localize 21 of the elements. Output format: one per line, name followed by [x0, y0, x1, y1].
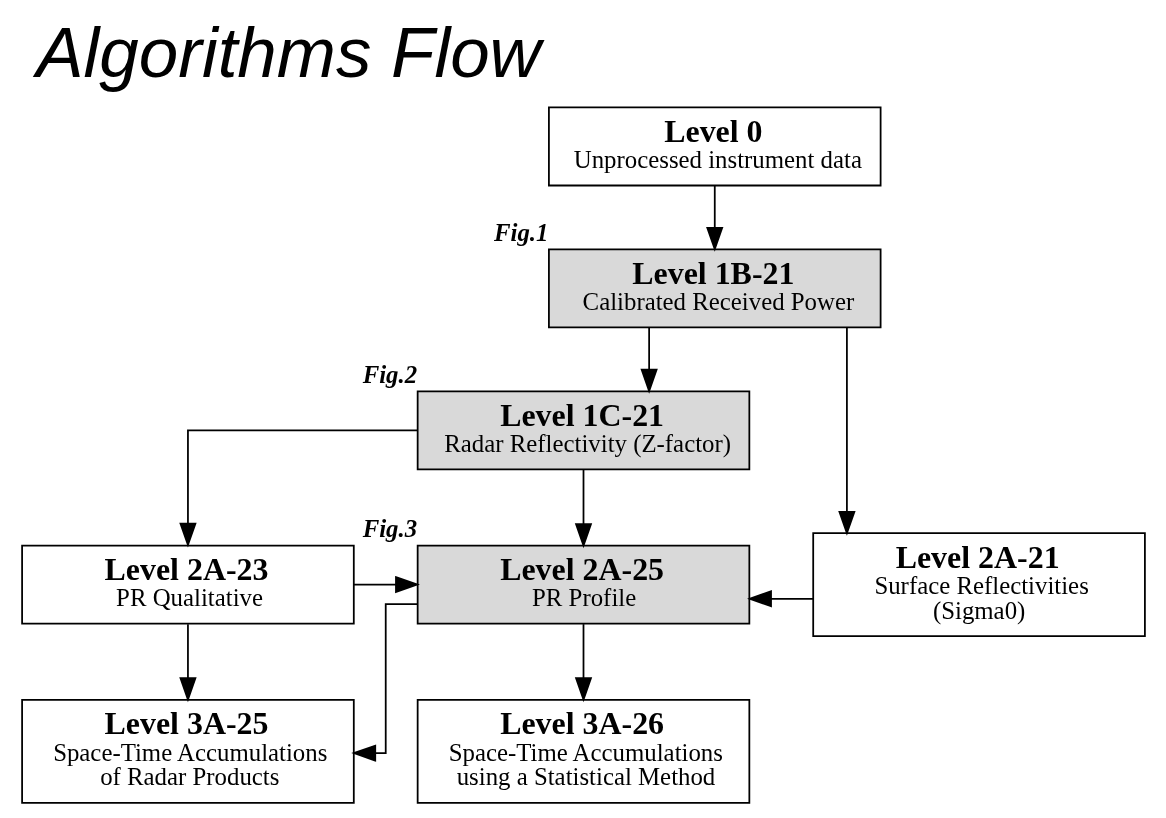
arrow — [837, 326, 856, 536]
node-box: Level 2A-23 PR Qualitative — [20, 544, 355, 625]
arrow — [178, 429, 418, 548]
node-box: Level 0 Unprocessed instrument data — [547, 106, 881, 187]
node-box: Level 2A-25 PR Profile — [416, 544, 750, 625]
node-label: Fig.2 — [362, 360, 417, 388]
node-box: Level 1C-21 Radar Reflectivity (Z-factor) — [416, 390, 750, 471]
arrow — [639, 327, 658, 394]
arrow — [574, 623, 592, 703]
arrow — [178, 623, 197, 703]
arrow — [352, 575, 420, 594]
arrow — [746, 590, 814, 608]
node-box: Level 3A-26 Space-Time Accumulations using a Statistical Method — [416, 699, 750, 804]
node-label: Fig.1 — [493, 218, 548, 246]
arrow — [350, 603, 418, 762]
arrow — [574, 469, 592, 549]
node-box: Level 1B-21 Calibrated Received Power — [547, 248, 881, 329]
arrow — [705, 185, 723, 252]
node-label: Fig.3 — [362, 515, 417, 543]
node-box: Level 3A-25 Space-Time Accumulations of Radar Products — [20, 699, 355, 804]
node-box: Level 2A-21 Surface Reflectivities (Sigma0) — [811, 532, 1146, 637]
